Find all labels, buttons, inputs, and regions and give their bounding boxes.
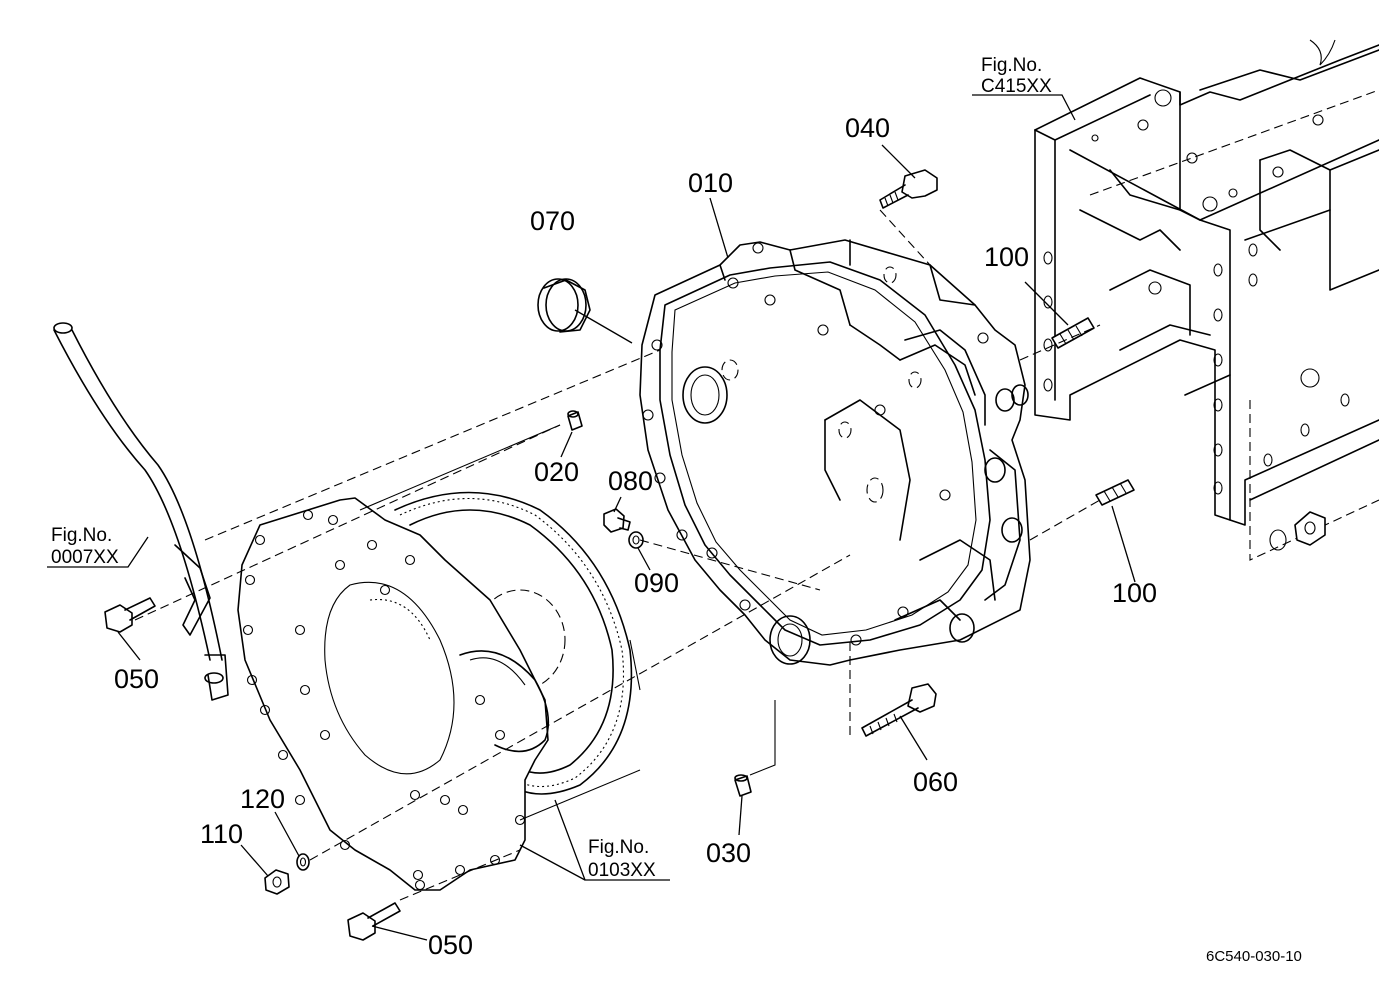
pin-030-drawing xyxy=(734,774,752,797)
label-110: 110 xyxy=(200,819,243,849)
fig-ref-0007-code: 0007XX xyxy=(51,547,119,568)
label-010: 010 xyxy=(688,168,733,198)
plug-070-drawing xyxy=(537,278,591,333)
fig-ref-0103-code: 0103XX xyxy=(588,860,656,881)
label-040: 040 xyxy=(845,113,890,143)
label-050-top: 050 xyxy=(114,664,159,694)
drawing-id: 6C540-030-10 xyxy=(1206,948,1302,965)
fig-ref-c415-code: C415XX xyxy=(981,76,1052,97)
stud-100-lower-drawing xyxy=(1095,479,1135,506)
label-020: 020 xyxy=(534,457,579,487)
nut-110-drawing xyxy=(264,869,290,895)
washer-090-drawing xyxy=(628,531,644,549)
pin-020-drawing xyxy=(567,410,583,431)
clutch-housing-010-drawing xyxy=(639,239,1031,666)
frame-assembly-drawing xyxy=(1034,39,1379,561)
label-090: 090 xyxy=(634,568,679,598)
bolt-060-drawing xyxy=(861,683,937,737)
label-120: 120 xyxy=(240,784,285,814)
bolt-050-bottom-drawing xyxy=(347,902,401,941)
label-080: 080 xyxy=(608,466,653,496)
dipstick-guide-drawing xyxy=(53,322,229,701)
label-070: 070 xyxy=(530,206,575,236)
bolt-040-drawing xyxy=(879,169,938,209)
bolt-050-top-drawing xyxy=(104,597,156,633)
back-plate-drawing xyxy=(237,497,550,891)
label-100-upper: 100 xyxy=(984,242,1029,272)
part-number-labels: 010 020 030 040 050 050 060 070 080 090 … xyxy=(114,113,1157,960)
label-060: 060 xyxy=(913,767,958,797)
assembly-center-lines xyxy=(134,209,1101,901)
leader-lines xyxy=(47,94,1136,941)
fig-ref-c415-title: Fig.No. xyxy=(981,55,1042,76)
label-050-bottom: 050 xyxy=(428,930,473,960)
figure-reference-labels: Fig.No. C415XX Fig.No. 0007XX Fig.No. 01… xyxy=(51,55,1052,881)
fig-ref-0103-title: Fig.No. xyxy=(588,837,649,858)
lock-washer-120-drawing xyxy=(296,853,310,871)
label-030: 030 xyxy=(706,838,751,868)
fig-ref-0007-title: Fig.No. xyxy=(51,525,112,546)
stud-100-upper-drawing xyxy=(1051,317,1095,349)
plug-080-drawing xyxy=(603,508,631,533)
label-100-lower: 100 xyxy=(1112,578,1157,608)
